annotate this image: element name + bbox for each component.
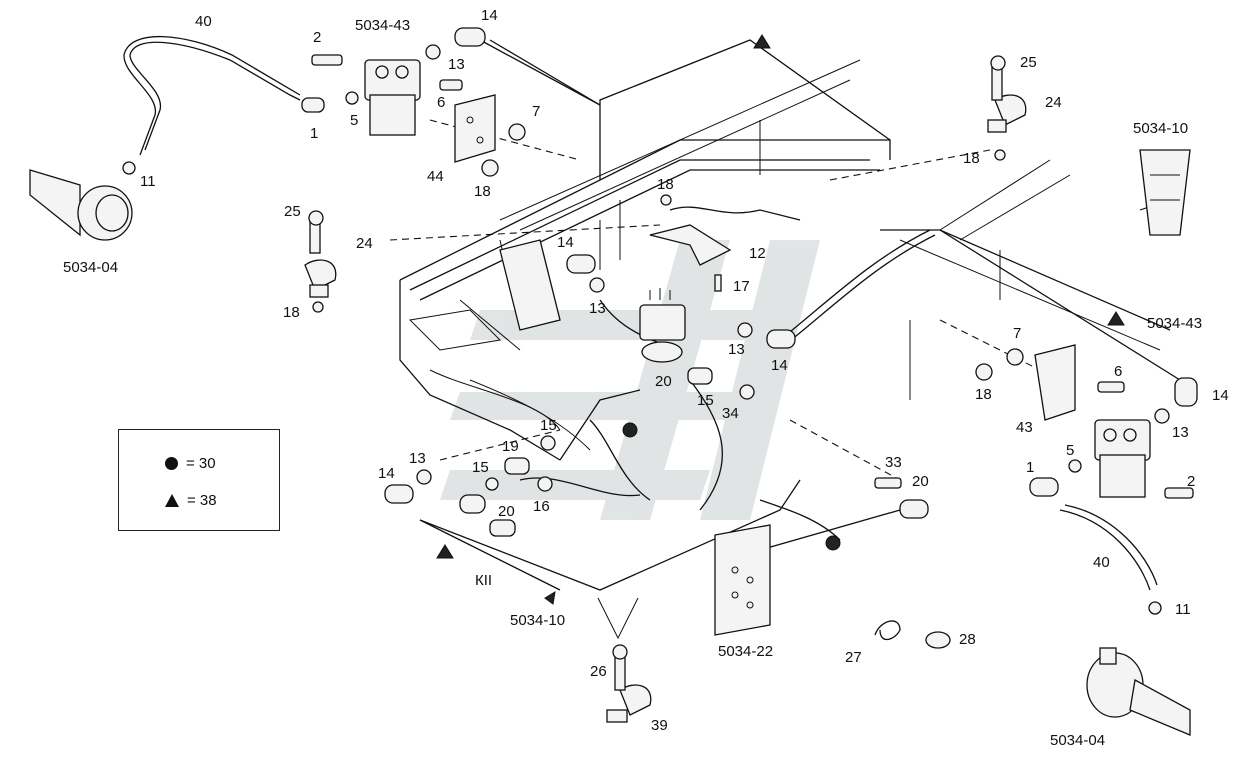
callout: 5 [350, 112, 358, 129]
callout: 5034-43 [355, 17, 410, 34]
callout: 5034-22 [718, 643, 773, 660]
callout: 2 [1187, 473, 1195, 490]
callout: 5034-10 [1133, 120, 1188, 137]
callout: 2 [313, 29, 321, 46]
callout: 13 [589, 300, 606, 317]
callout: 39 [651, 717, 668, 734]
callout: КII [475, 572, 492, 589]
callout: 13 [409, 450, 426, 467]
bracket-44 [454, 94, 496, 163]
callout: 18 [975, 386, 992, 403]
callout: 7 [1013, 325, 1021, 342]
callout: 44 [427, 168, 444, 185]
callout: 5034-04 [63, 259, 118, 276]
valve-5034-43-right [1094, 419, 1151, 498]
callout: 18 [283, 304, 300, 321]
legend-tri-text: = 38 [187, 492, 217, 509]
callout: 1 [1026, 459, 1034, 476]
callout: 40 [1093, 554, 1110, 571]
callout: 7 [532, 103, 540, 120]
callout-labels: 40 2 5034-43 14 13 6 7 5 1 44 18 11 5034… [63, 7, 1229, 749]
clamps [304, 55, 1027, 723]
callout: 14 [771, 357, 788, 374]
valve-center [639, 288, 686, 363]
direction-vee [597, 597, 639, 640]
callout: 18 [474, 183, 491, 200]
callout: 11 [140, 173, 156, 190]
legend-row-triangle: = 38 [165, 492, 217, 509]
callout: 20 [912, 473, 929, 490]
callout: 13 [728, 341, 745, 358]
callout: 34 [722, 405, 739, 422]
callout: 5034-43 [1147, 315, 1202, 332]
callout: 15 [697, 392, 714, 409]
callout: 5 [1066, 442, 1074, 459]
coupling-5034-04-left [29, 169, 133, 241]
callout: 19 [502, 438, 519, 455]
callout: 12 [749, 245, 766, 262]
callout: 33 [885, 454, 902, 471]
legend-box: = 30 = 38 [118, 429, 280, 531]
callout: 13 [1172, 424, 1189, 441]
mounting-plate-5034-22 [714, 524, 771, 636]
callout: 17 [733, 278, 750, 295]
callout: 18 [657, 176, 674, 193]
torque-markers [436, 34, 1125, 605]
legend-dot-text: = 30 [186, 455, 216, 472]
dot-symbol-icon [165, 457, 178, 470]
callout: 24 [356, 235, 373, 252]
triangle-symbol-icon [165, 494, 179, 507]
callout: 28 [959, 631, 976, 648]
callout: 16 [533, 498, 550, 515]
callout: 14 [1212, 387, 1229, 404]
callout: 20 [655, 373, 672, 390]
callout: 5034-04 [1050, 732, 1105, 749]
callout: 18 [963, 150, 980, 167]
callout: 15 [540, 417, 557, 434]
callout: 13 [448, 56, 465, 73]
fittings [122, 27, 1198, 649]
callout: 24 [1045, 94, 1062, 111]
filter-5034-10-top [1139, 149, 1191, 236]
callout: 6 [1114, 363, 1122, 380]
callout: 14 [557, 234, 574, 251]
callout: 25 [284, 203, 301, 220]
watermark-logo [440, 240, 820, 520]
callout: 40 [195, 13, 212, 30]
frame-body [399, 39, 1171, 591]
callout: 15 [472, 459, 489, 476]
coupling-5034-04-right [1086, 647, 1191, 736]
callout: 27 [845, 649, 862, 666]
callout: 1 [310, 125, 318, 142]
callout: 26 [590, 663, 607, 680]
callout: 20 [498, 503, 515, 520]
bracket-12 [649, 224, 732, 266]
callout: 14 [378, 465, 395, 482]
callout: 14 [481, 7, 498, 24]
callout: 6 [437, 94, 445, 111]
callout: 25 [1020, 54, 1037, 71]
legend-row-dot: = 30 [165, 455, 216, 472]
bracket-43 [1034, 344, 1076, 421]
callout: 11 [1175, 601, 1191, 618]
callout: 43 [1016, 419, 1033, 436]
valve-5034-43-left [364, 59, 421, 136]
callout: 5034-10 [510, 612, 565, 629]
